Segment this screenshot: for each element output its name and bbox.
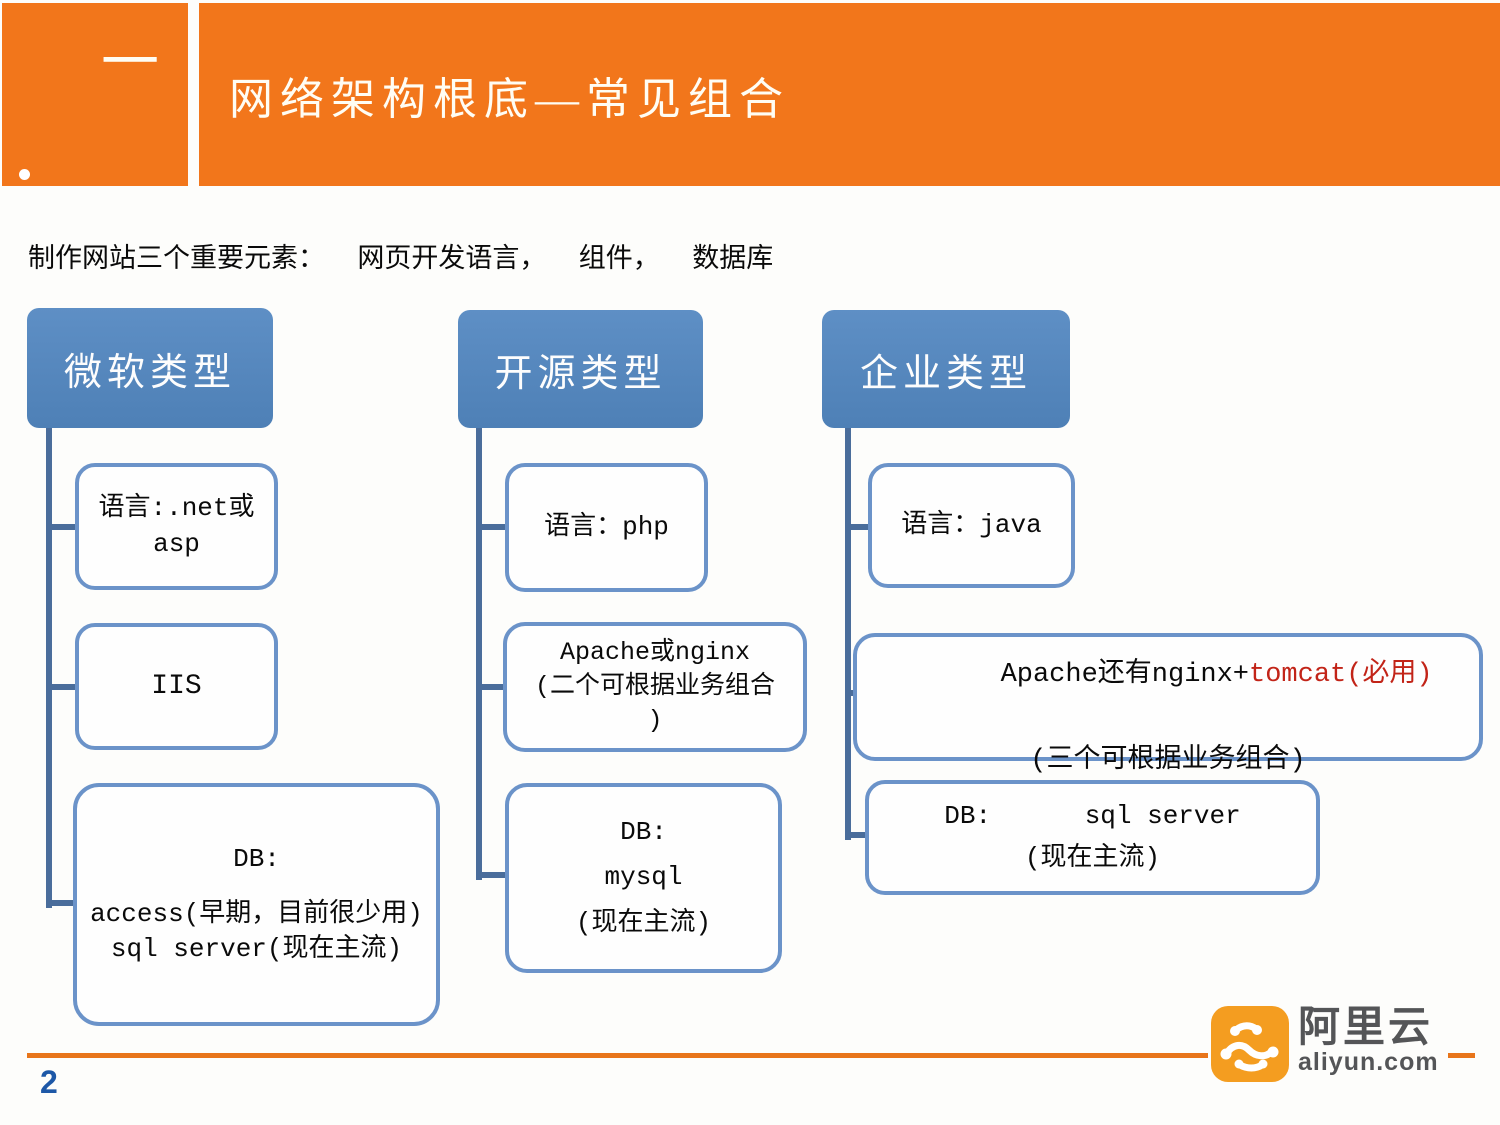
node-line: Apache或nginx xyxy=(559,638,751,668)
connector-line xyxy=(476,524,508,530)
node-line: (三个可根据业务组合) xyxy=(1030,746,1306,777)
node-language-java: 语言：java xyxy=(868,463,1075,588)
node-line: sql server(现在主流) xyxy=(110,934,403,965)
column-header-microsoft: 微软类型 xyxy=(27,308,273,428)
aliyun-logo: 阿里云 aliyun.com xyxy=(1210,1003,1439,1083)
node-line: (现在主流) xyxy=(575,907,712,938)
node-line: (二个可根据业务组合 xyxy=(534,672,775,702)
node-line: mysql xyxy=(604,862,683,893)
connector-line xyxy=(46,900,78,906)
node-line: (现在主流) xyxy=(1024,842,1161,873)
node-line: DB: sql server xyxy=(944,800,1241,831)
node-iis: IIS xyxy=(75,623,278,750)
intro-text: 制作网站三个重要元素： 网页开发语言， 组件， 数据库 xyxy=(28,246,774,276)
node-line: 语言：php xyxy=(544,511,669,542)
footer-divider-line xyxy=(1448,1053,1475,1058)
node-text-red-highlight: tomcat(必用) xyxy=(1249,659,1433,690)
aliyun-domain: aliyun.com xyxy=(1298,1048,1439,1077)
connector-line xyxy=(46,428,52,908)
node-line: access(早期，目前很少用) xyxy=(90,898,423,929)
connector-line xyxy=(476,872,508,878)
footer-divider-line xyxy=(27,1053,1208,1058)
node-line: 语言：java xyxy=(901,509,1042,540)
node-text-black: Apache还有nginx+ xyxy=(1000,659,1250,690)
connector-line xyxy=(845,832,868,838)
aliyun-brand-name: 阿里云 xyxy=(1298,1003,1434,1050)
page-title: 网络架构根底—常见组合 xyxy=(229,74,790,124)
node-language-php: 语言：php xyxy=(505,463,708,592)
section-number-badge: 一 xyxy=(2,3,188,186)
node-line: IIS xyxy=(151,670,202,702)
node-apache-nginx-tomcat: Apache还有nginx+tomcat(必用) (三个可根据业务组合) xyxy=(853,633,1483,776)
node-db-mysql: DB: mysql (现在主流) xyxy=(505,783,782,973)
connector-line xyxy=(845,428,851,840)
node-line: ) xyxy=(647,705,663,735)
node-db-sqlserver: DB: sql server (现在主流) xyxy=(865,780,1320,895)
aliyun-cloud-icon xyxy=(1211,1006,1289,1082)
column-header-opensource: 开源类型 xyxy=(458,310,703,428)
connector-line xyxy=(476,684,506,690)
node-db-access-sqlserver: DB: access(早期，目前很少用) sql server(现在主流) xyxy=(73,783,440,1026)
node-apache-nginx: Apache或nginx (二个可根据业务组合 ) xyxy=(503,622,807,752)
connector-line xyxy=(46,684,78,690)
section-number: 一 xyxy=(100,30,159,95)
node-line: asp xyxy=(153,528,200,559)
connector-line xyxy=(476,428,482,880)
node-line: DB: xyxy=(620,816,667,847)
title-bar: 网络架构根底—常见组合 xyxy=(199,3,1500,186)
node-line: DB: xyxy=(233,843,280,874)
page-number: 2 xyxy=(40,1064,58,1100)
column-header-enterprise: 企业类型 xyxy=(822,310,1070,428)
node-line: 语言:.net或 xyxy=(98,493,255,524)
connector-line xyxy=(46,524,78,530)
bullet-dot-icon xyxy=(19,169,30,180)
connector-line xyxy=(845,524,871,530)
node-line: Apache还有nginx+tomcat(必用) xyxy=(903,611,1433,741)
node-language-dotnet: 语言:.net或 asp xyxy=(75,463,278,590)
aliyun-logo-text: 阿里云 aliyun.com xyxy=(1298,1003,1439,1077)
